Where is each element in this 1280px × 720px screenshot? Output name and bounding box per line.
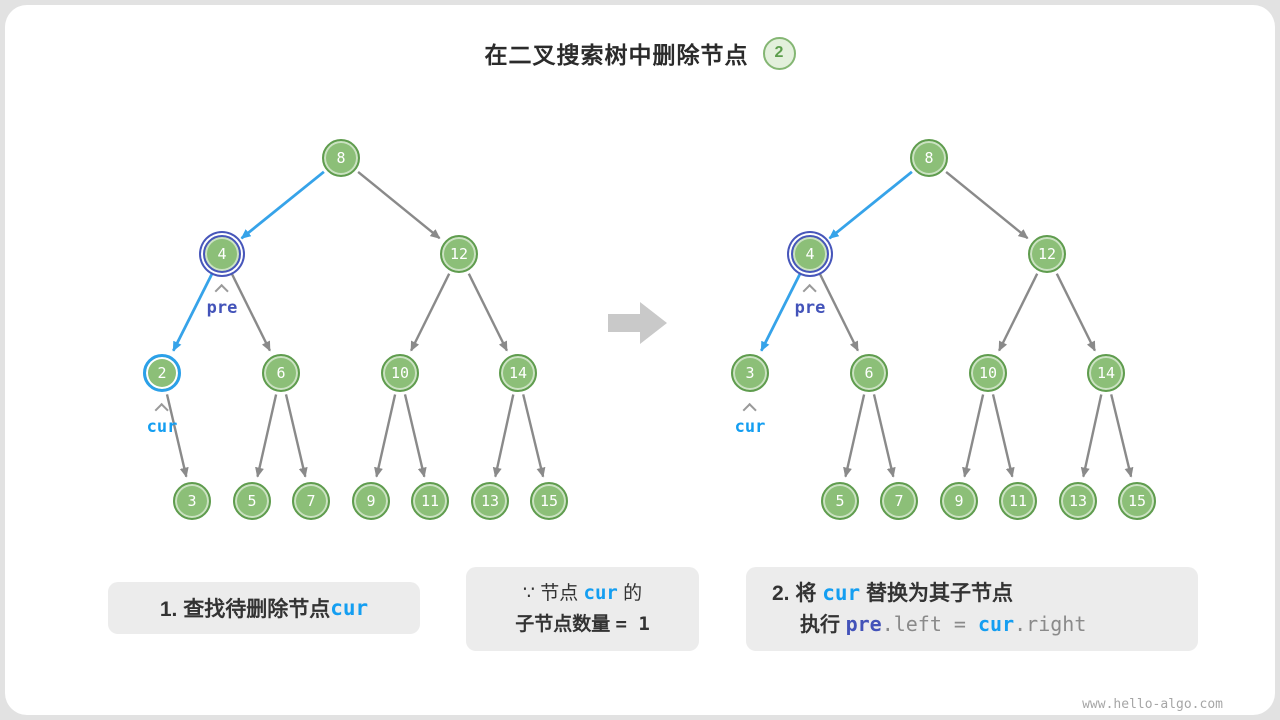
tree-edge-highlighted [172,272,214,352]
caret-up-icon [742,402,758,418]
tree-node: 12 [440,235,478,273]
tree-edge [945,170,1029,240]
tree-edge [165,394,189,478]
tree-edge [467,273,508,352]
tree-node: 6 [262,354,300,392]
tree-edge [872,394,896,478]
step-count-badge: 2 [762,36,796,70]
caption-because: ∵ 节点 cur 的 子节点数量 = 1 [466,567,699,651]
page-title: 在二叉搜索树中删除节点 [484,42,749,68]
caption-because-line2: 子节点数量 = 1 [515,609,650,640]
tree-node: 9 [352,482,390,520]
because-text-a: ∵ 节点 [522,583,584,604]
watermark: www.hello-algo.com [1082,697,1223,712]
tree-edge [843,394,866,478]
tree-edge [1110,394,1134,478]
cur-pointer-after: cur [734,402,766,437]
cur-label: cur [734,417,766,437]
caret-up-icon [154,402,170,418]
step2-text-a: 2. 将 [772,582,823,605]
tree-edge [492,394,515,478]
tree-node: 5 [821,482,859,520]
tree-node: 15 [1118,482,1156,520]
pre-pointer-after: pre [794,283,826,318]
step2-pre-code: pre [845,612,882,636]
pre-label: pre [794,298,826,318]
tree-node: 11 [999,482,1037,520]
tree-node: 10 [969,354,1007,392]
because-cur-code: cur [583,582,618,604]
because-equals-one: = 1 [615,613,650,635]
tree-edge [1055,273,1096,352]
tree-node: 3 [731,354,769,392]
tree-node: 3 [173,482,211,520]
tree-edge [818,273,859,352]
tree-node: 7 [292,482,330,520]
tree-edge [230,273,271,352]
title-row: 在二叉搜索树中删除节点 2 [0,36,1280,70]
tree-edge [991,394,1015,478]
tree-node: 12 [1028,235,1066,273]
caption-step1-text: 1. 查找待删除节点 [159,598,331,621]
step2-cur2-code: cur [978,612,1015,636]
tree-edge [1080,394,1103,478]
tree-node: 4 [791,235,829,273]
tree-edge-highlighted [828,170,913,240]
caption-step1: 1. 查找待删除节点 cur [108,582,420,634]
step2-text-b: 替换为其子节点 [860,582,1013,605]
tree-node: 8 [322,139,360,177]
tree-node: 15 [530,482,568,520]
caption-step2-line1: 2. 将 cur 替换为其子节点 [772,578,1198,609]
step2-cur-code: cur [822,581,861,605]
tree-edge [410,273,451,352]
cur-label: cur [146,417,178,437]
caret-up-icon [214,283,230,299]
because-text-c: 子节点数量 [515,614,616,635]
tree-edge [374,394,397,478]
tree-node: 10 [381,354,419,392]
tree-node: 4 [203,235,241,273]
tree-node: 11 [411,482,449,520]
tree-node: 5 [233,482,271,520]
tree-edge-highlighted [240,170,325,240]
tree-edge [998,273,1039,352]
step2-left-code: .left = [881,612,979,636]
tree-edge [255,394,278,478]
pre-pointer-before: pre [206,283,238,318]
tree-node: 9 [940,482,978,520]
tree-edge [522,394,546,478]
transition-arrow-icon [608,302,667,344]
step2-right-code: .right [1014,612,1087,636]
because-text-b: 的 [617,583,643,604]
tree-node: 6 [850,354,888,392]
tree-edge [357,170,441,240]
tree-edge [403,394,427,478]
tree-edge [962,394,985,478]
tree-edge [284,394,308,478]
tree-node: 13 [471,482,509,520]
tree-node: 2 [143,354,181,392]
caption-because-line1: ∵ 节点 cur 的 [523,578,642,609]
pre-label: pre [206,298,238,318]
caret-up-icon [802,283,818,299]
tree-node: 14 [1087,354,1125,392]
caption-step2-line2: 执行 pre.left = cur.right [772,609,1198,641]
caption-step2: 2. 将 cur 替换为其子节点 执行 pre.left = cur.right [746,567,1198,651]
cur-pointer-before: cur [146,402,178,437]
caption-step1-cur-code: cur [330,596,369,620]
tree-node: 14 [499,354,537,392]
tree-node: 13 [1059,482,1097,520]
tree-node: 7 [880,482,918,520]
tree-node: 8 [910,139,948,177]
step2-exec-text: 执行 [800,614,846,636]
tree-edge-highlighted [760,272,802,352]
